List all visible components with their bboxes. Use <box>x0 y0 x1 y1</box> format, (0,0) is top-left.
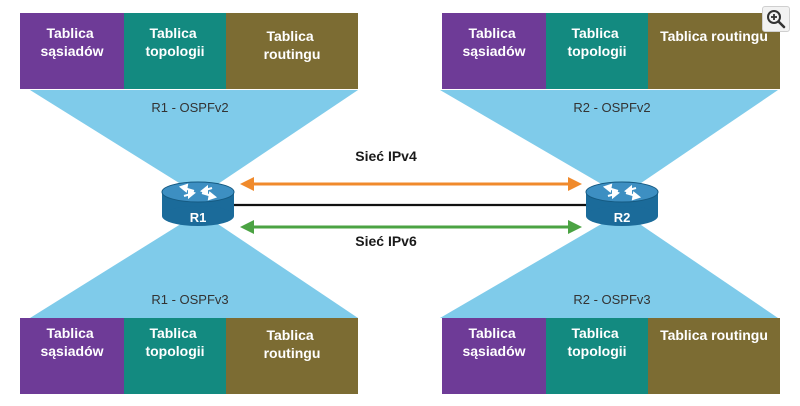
routing-table-label: Tablica routingu <box>660 327 768 343</box>
r1-ospfv3-caption: R1 - OSPFv3 <box>151 292 228 307</box>
topology-table-box <box>546 13 648 89</box>
r2-ospfv2-cone <box>440 90 778 196</box>
neighbor-table-label: Tablica sąsiadów <box>462 25 525 59</box>
zoom-in-icon <box>767 10 786 29</box>
router-icon <box>585 181 659 226</box>
neighbor-table-box <box>20 318 124 394</box>
neighbor-table-box <box>442 318 546 394</box>
ipv6-link-arrow <box>240 220 582 234</box>
r1-ospfv2-caption: R1 - OSPFv2 <box>151 100 228 115</box>
routing-table-label: Tablica routingu <box>660 28 768 44</box>
routing-table-box <box>226 318 358 394</box>
topology-table-label: Tablica topologii <box>567 25 626 59</box>
topology-table-box <box>124 318 226 394</box>
r2-ospfv3-cone <box>440 212 778 318</box>
neighbor-table-label: Tablica sąsiadów <box>462 325 525 359</box>
routing-table-box <box>648 318 780 394</box>
ipv4-link-arrow <box>240 177 582 191</box>
routing-table-box <box>648 13 780 89</box>
topology-table-label: Tablica topologii <box>145 25 204 59</box>
ipv4-network-label: Sieć IPv4 <box>355 148 417 164</box>
neighbor-table-box <box>442 13 546 89</box>
r1-ospfv3-cone <box>30 212 358 318</box>
neighbor-table-box <box>20 13 124 89</box>
router-r1: R1 <box>161 181 235 226</box>
routing-table-label: Tablica routingu <box>264 327 321 361</box>
r1-ospfv2-cone <box>30 90 358 196</box>
routing-table-label: Tablica routingu <box>264 28 321 62</box>
zoom-button[interactable] <box>762 6 790 32</box>
ipv6-network-label: Sieć IPv6 <box>355 233 417 249</box>
router-r2: R2 <box>585 181 659 226</box>
router-label: R1 <box>190 210 207 225</box>
r1-ospfv3-tables: Tablica sąsiadów Tablica topologii Tabli… <box>20 318 358 394</box>
router-label: R2 <box>614 210 631 225</box>
topology-table-box <box>546 318 648 394</box>
r2-ospfv2-tables: Tablica sąsiadów Tablica topologii Tabli… <box>442 13 780 89</box>
routing-table-box <box>226 13 358 89</box>
topology-table-label: Tablica topologii <box>567 325 626 359</box>
neighbor-table-label: Tablica sąsiadów <box>40 25 103 59</box>
topology-table-box <box>124 13 226 89</box>
r2-ospfv3-tables: Tablica sąsiadów Tablica topologii Tabli… <box>442 318 780 394</box>
r2-ospfv3-caption: R2 - OSPFv3 <box>573 292 650 307</box>
router-icon <box>161 181 235 226</box>
r2-ospfv2-caption: R2 - OSPFv2 <box>573 100 650 115</box>
neighbor-table-label: Tablica sąsiadów <box>40 325 103 359</box>
r1-ospfv2-tables: Tablica sąsiadów Tablica topologii Tabli… <box>20 13 358 89</box>
topology-table-label: Tablica topologii <box>145 325 204 359</box>
